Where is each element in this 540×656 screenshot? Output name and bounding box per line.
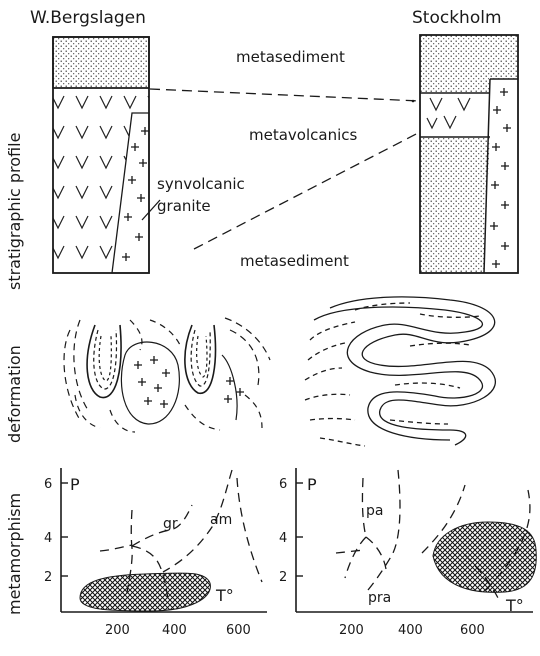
field-label-pra: pra [368,590,391,606]
p-axis-label-right: P [307,475,317,494]
x-tick-400-left: 400 [162,623,187,638]
metasediment-lower-right [420,137,490,273]
metavolcanic-v-symbols-right [427,98,470,128]
unit-label-metavolcanics: metavolcanics [249,126,357,144]
field-label-pa: pa [366,503,383,519]
unit-label-metasediment-bottom: metasediment [240,252,349,270]
row-label-deformation: deformation [5,345,24,443]
y-tick-6-right: 6 [279,477,287,492]
unit-label-granite-line1: synvolcanic [157,175,245,193]
p-axis-label-left: P [70,475,80,494]
unit-label-metasediment-top: metasediment [236,48,345,66]
y-tick-6-left: 6 [44,477,52,492]
strat-column-bergslagen [53,37,149,273]
metasediment-band-left [53,37,149,88]
t-axis-label-left: T° [215,586,234,605]
pt-field-bergslagen [80,573,210,611]
site-title-left: W.Bergslagen [30,8,146,28]
unit-label-granite-line2: granite [157,197,211,215]
y-tick-2-right: 2 [279,570,287,585]
pt-field-stockholm [433,522,536,592]
x-tick-400-right: 400 [398,623,423,638]
strat-column-stockholm [420,35,518,273]
deformation-sketch-right [305,297,495,446]
pt-diagram-right: 2 4 6 200 400 600 P T° pa pra [279,468,536,638]
y-tick-4-right: 4 [279,531,287,546]
t-axis-label-right: T° [505,596,524,615]
x-tick-600-right: 600 [460,623,485,638]
field-label-gr: gr [163,516,178,532]
y-tick-4-left: 4 [44,531,52,546]
row-label-metamorphism: metamorphism [5,493,24,615]
y-tick-2-left: 2 [44,570,52,585]
correlation-lines [150,89,420,249]
field-label-am: am [210,512,232,528]
site-title-right: Stockholm [412,8,502,28]
row-label-stratigraphy: stratigraphic profile [5,133,24,290]
x-tick-200-left: 200 [105,623,130,638]
pt-diagram-left: 2 4 6 200 400 600 P T° gr am [44,468,267,638]
deformation-sketch-left [64,318,270,432]
x-tick-600-left: 600 [226,623,251,638]
x-tick-200-right: 200 [339,623,364,638]
